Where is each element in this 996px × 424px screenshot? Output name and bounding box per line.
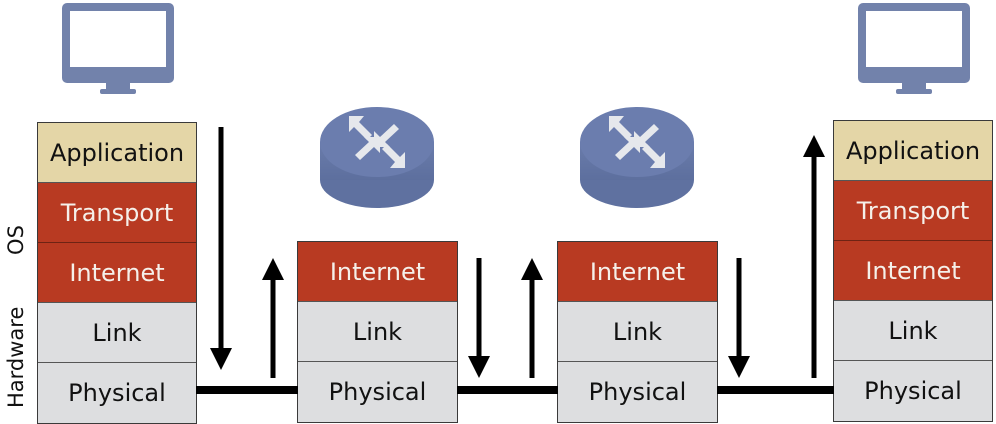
layer-application: Application — [834, 121, 992, 181]
layer-link: Link — [834, 301, 992, 361]
layer-transport: Transport — [38, 183, 196, 243]
layer-internet: Internet — [558, 242, 717, 302]
source-monitor-icon — [62, 3, 174, 94]
arrow-up-icon — [521, 258, 543, 378]
arrow-down-icon — [210, 127, 232, 370]
router-1-icon — [320, 107, 434, 208]
layer-physical: Physical — [558, 362, 717, 422]
layer-internet: Internet — [298, 242, 457, 302]
router-2-icon — [580, 107, 694, 208]
router-1-stack: Internet Link Physical — [297, 241, 458, 423]
layer-link: Link — [38, 303, 196, 363]
arrow-down-icon — [468, 258, 490, 378]
layer-link: Link — [558, 302, 717, 362]
layer-physical: Physical — [298, 362, 457, 422]
source-host-stack: Application Transport Internet Link Phys… — [37, 122, 197, 424]
layer-internet: Internet — [834, 241, 992, 301]
arrow-up-icon — [262, 258, 284, 378]
layer-physical: Physical — [38, 363, 196, 423]
layer-internet: Internet — [38, 243, 196, 303]
destination-monitor-icon — [858, 3, 970, 94]
arrow-up-icon — [803, 135, 825, 378]
flow-arrows — [210, 127, 825, 378]
router-2-stack: Internet Link Physical — [557, 241, 718, 423]
layer-physical: Physical — [834, 361, 992, 421]
layer-application: Application — [38, 123, 196, 183]
layer-link: Link — [298, 302, 457, 362]
destination-host-stack: Application Transport Internet Link Phys… — [833, 120, 993, 422]
arrow-down-icon — [728, 258, 750, 378]
layer-transport: Transport — [834, 181, 992, 241]
